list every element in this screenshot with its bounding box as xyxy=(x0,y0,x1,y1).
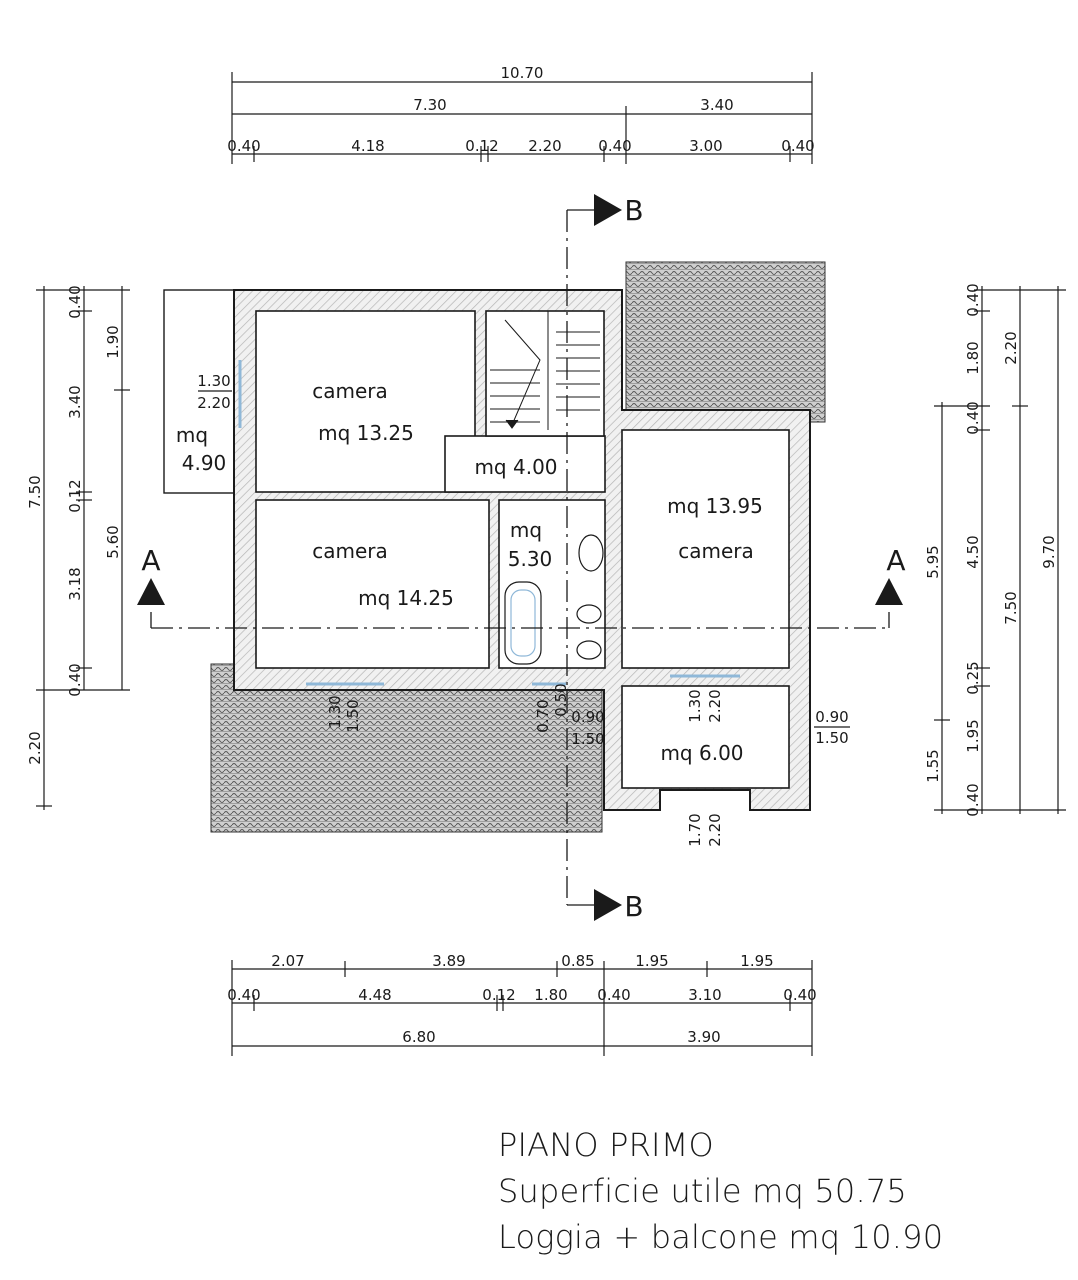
dim-bot-r2-2: 0.12 xyxy=(482,986,515,1004)
w5-bot: 1.50 xyxy=(571,730,604,748)
w6-a: 1.30 xyxy=(326,695,344,728)
dim-right-b1: 1.80 xyxy=(964,341,982,374)
title-block: PIANO PRIMO Superficie utile mq 50.75 Lo… xyxy=(498,1122,943,1260)
dim-right-b0: 0.40 xyxy=(964,283,982,316)
dim-right-a0: 5.95 xyxy=(924,545,942,578)
section-a-left: A xyxy=(141,544,160,577)
dim-top-c5: 3.00 xyxy=(689,137,722,155)
section-b-bottom: B xyxy=(624,890,643,923)
w2-bot: 2.20 xyxy=(706,689,724,722)
dim-left-outer-b: 2.20 xyxy=(26,731,44,764)
room-balcony xyxy=(621,685,790,789)
dim-right-b5: 1.95 xyxy=(964,719,982,752)
room3-label: camera xyxy=(678,539,754,563)
section-a-right: A xyxy=(886,544,905,577)
w5-top: 0.90 xyxy=(571,708,604,726)
dimension-lines-bottom xyxy=(231,960,813,1056)
w7-b: 0.70 xyxy=(534,699,552,732)
w4-bot: 1.50 xyxy=(815,729,848,747)
floor-title: PIANO PRIMO xyxy=(498,1126,714,1164)
dim-top-c4: 0.40 xyxy=(598,137,631,155)
dim-left-mid-1: 5.60 xyxy=(104,525,122,558)
balcony-area: mq 6.00 xyxy=(660,741,743,765)
dim-top-c0: 0.40 xyxy=(227,137,260,155)
bath-mq: mq xyxy=(510,518,542,542)
hall-area: mq 4.00 xyxy=(474,455,557,479)
dim-right-b6: 0.40 xyxy=(964,783,982,816)
dim-bot-r2-1: 4.48 xyxy=(358,986,391,1004)
dim-right-c0: 2.20 xyxy=(1002,331,1020,364)
dim-bot-r1-0: 2.07 xyxy=(271,952,304,970)
dim-left-inner-2: 0.12 xyxy=(66,479,84,512)
dim-bot-r1-2: 0.85 xyxy=(561,952,594,970)
dim-left-inner-0: 0.40 xyxy=(66,285,84,318)
dim-right-c1: 7.50 xyxy=(1002,591,1020,624)
w6-b: 1.50 xyxy=(344,699,362,732)
room1-area: mq 13.25 xyxy=(318,421,414,445)
dimension-lines-right xyxy=(934,286,1066,814)
dim-left-inner-1: 3.40 xyxy=(66,385,84,418)
dimension-lines-top xyxy=(231,72,813,164)
bath-fixtures xyxy=(504,534,604,665)
roof-top-right xyxy=(625,261,826,423)
w2-top: 1.30 xyxy=(686,689,704,722)
dim-bot-r2-4: 0.40 xyxy=(597,986,630,1004)
w3-top: 1.70 xyxy=(686,813,704,846)
w3-bot: 2.20 xyxy=(706,813,724,846)
dim-left-inner-4: 0.40 xyxy=(66,663,84,696)
dim-top-c2: 0.12 xyxy=(465,137,498,155)
dimension-lines-left xyxy=(36,286,130,810)
dim-bot-r2-5: 3.10 xyxy=(688,986,721,1004)
room1-label: camera xyxy=(312,379,388,403)
dim-bot-r1-1: 3.89 xyxy=(432,952,465,970)
dim-bot-r2-0: 0.40 xyxy=(227,986,260,1004)
dim-right-a1: 1.55 xyxy=(924,749,942,782)
dim-top-b: 3.40 xyxy=(700,96,733,114)
dim-top-total: 10.70 xyxy=(501,64,544,82)
room-camera-2 xyxy=(255,499,490,669)
section-lines xyxy=(151,210,890,905)
dim-right-d: 9.70 xyxy=(1040,535,1058,568)
windows xyxy=(238,360,740,686)
section-markers xyxy=(137,194,903,921)
dim-left-mid-0: 1.90 xyxy=(104,325,122,358)
room3-area: mq 13.95 xyxy=(667,494,763,518)
dim-top-c3: 2.20 xyxy=(528,137,561,155)
roof-bottom-left xyxy=(210,663,603,833)
dim-right-b2: 0.40 xyxy=(964,401,982,434)
dim-bot-r1-3: 1.95 xyxy=(635,952,668,970)
room-camera-1 xyxy=(255,310,476,493)
stairs-treads xyxy=(490,311,600,430)
dim-right-b4: 0.25 xyxy=(964,661,982,694)
section-b-top: B xyxy=(624,194,643,227)
dim-bot-r1-4: 1.95 xyxy=(740,952,773,970)
dim-bot-r3-1: 3.90 xyxy=(687,1028,720,1046)
w7-a: 0.50 xyxy=(552,683,570,716)
usable-area: Superficie utile mq 50.75 xyxy=(498,1172,907,1210)
w4-top: 0.90 xyxy=(815,708,848,726)
loggia-balcony-area: Loggia + balcone mq 10.90 xyxy=(498,1218,944,1256)
dim-top-a: 7.30 xyxy=(413,96,446,114)
w1-top: 1.30 xyxy=(197,372,230,390)
loggia-mq: mq xyxy=(176,423,208,447)
room2-area: mq 14.25 xyxy=(358,586,454,610)
dim-bot-r3-0: 6.80 xyxy=(402,1028,435,1046)
dim-bot-r2-6: 0.40 xyxy=(783,986,816,1004)
dim-top-c6: 0.40 xyxy=(781,137,814,155)
dim-bot-r2-3: 1.80 xyxy=(534,986,567,1004)
loggia-area: 4.90 xyxy=(182,451,227,475)
dim-left-inner-3: 3.18 xyxy=(66,567,84,600)
room2-label: camera xyxy=(312,539,388,563)
dim-top-c1: 4.18 xyxy=(351,137,384,155)
dim-right-b3: 4.50 xyxy=(964,535,982,568)
room-stairs xyxy=(485,310,605,437)
dim-left-outer: 7.50 xyxy=(26,475,44,508)
room-hall xyxy=(444,435,606,493)
w1-bot: 2.20 xyxy=(197,394,230,412)
bath-area: 5.30 xyxy=(508,547,553,571)
